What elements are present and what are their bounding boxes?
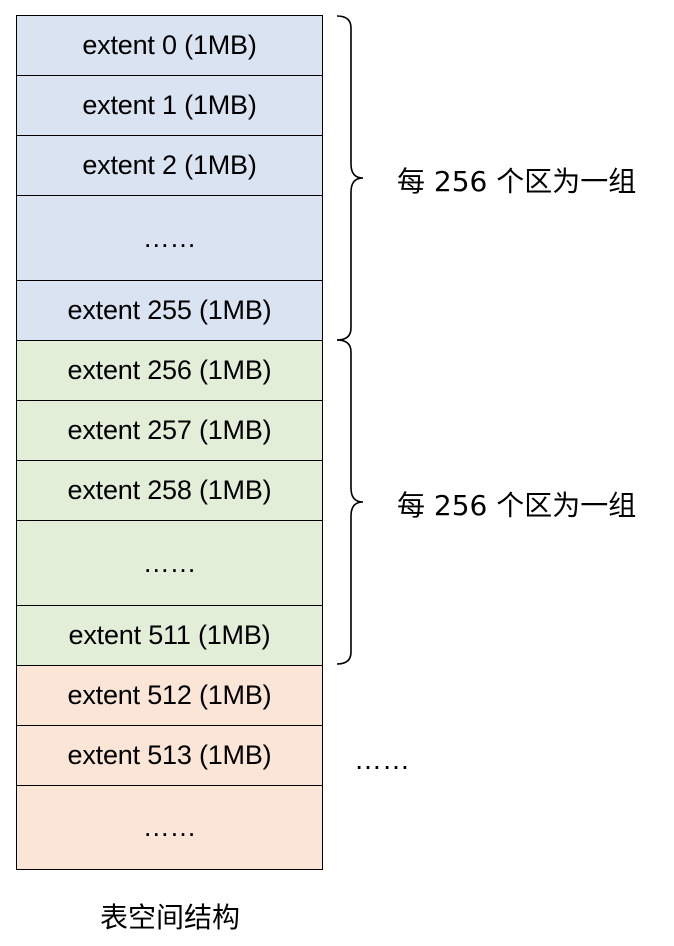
continuation-ellipsis: …… <box>354 744 410 775</box>
group-label-2: 每 256 个区为一组 <box>397 489 637 522</box>
extent-block: extent 512 (1MB) <box>16 666 323 726</box>
group-label-1: 每 256 个区为一组 <box>397 165 637 198</box>
extent-stack: extent 0 (1MB) extent 1 (1MB) extent 2 (… <box>16 15 323 870</box>
diagram-caption: 表空间结构 <box>99 901 240 934</box>
extent-block: extent 0 (1MB) <box>16 15 323 76</box>
extent-block: extent 511 (1MB) <box>16 606 323 666</box>
ellipsis-block: …… <box>16 786 323 870</box>
extent-block: extent 257 (1MB) <box>16 401 323 461</box>
extent-block: extent 255 (1MB) <box>16 281 323 341</box>
extent-block: extent 2 (1MB) <box>16 136 323 196</box>
group-brace-2 <box>336 339 364 665</box>
extent-block: extent 256 (1MB) <box>16 341 323 401</box>
ellipsis-block: …… <box>16 196 323 281</box>
extent-block: extent 1 (1MB) <box>16 76 323 136</box>
ellipsis-block: …… <box>16 521 323 606</box>
extent-block: extent 258 (1MB) <box>16 461 323 521</box>
extent-block: extent 513 (1MB) <box>16 726 323 786</box>
group-brace-1 <box>336 15 364 341</box>
